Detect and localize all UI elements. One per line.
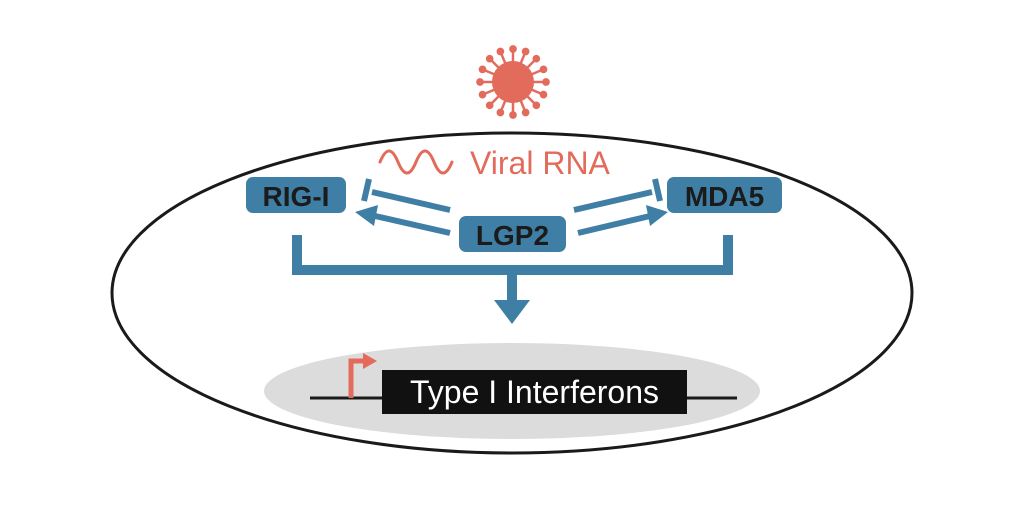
virus-spike-tip (539, 90, 548, 99)
gene-label: Type I Interferons (410, 374, 659, 410)
lgp2-inhibits-mda5 (573, 178, 663, 213)
virus-spike-tip (485, 54, 494, 63)
promoter-arrow-icon (348, 353, 377, 398)
virus-spike-tip (478, 90, 487, 99)
rig-i-label: RIG-I (263, 181, 330, 212)
rig-i-node: RIG-I (246, 177, 346, 213)
virus-spike-tip (496, 108, 505, 117)
virus-spike-tip (521, 108, 530, 117)
virus-icon (476, 45, 550, 119)
cell-membrane (110, 131, 914, 455)
virus-spike-tip (509, 45, 517, 53)
rna-wave-icon (378, 149, 454, 175)
mda5-label: MDA5 (685, 181, 764, 212)
signaling-arrowhead (494, 300, 530, 324)
lgp2-inhibits-rig-i (361, 178, 451, 213)
mda5-node: MDA5 (667, 177, 782, 213)
virus-spike-tip (542, 78, 550, 86)
lgp2-activates-mda5 (577, 205, 668, 236)
virus-spike-tip (521, 47, 530, 56)
virus-spike-tip (496, 47, 505, 56)
lgp2-activates-rig-i (355, 205, 451, 236)
lgp2-label: LGP2 (476, 220, 549, 251)
lgp2-node: LGP2 (459, 216, 566, 252)
virus-spike-tip (532, 54, 541, 63)
virus-spike-tip (478, 65, 487, 74)
gene-box: Type I Interferons (382, 370, 687, 414)
virus-spike-tip (485, 101, 494, 110)
virus-spike-tip (539, 65, 548, 74)
signaling-bracket (292, 235, 733, 302)
virus-spike-tip (476, 78, 484, 86)
viral-rna-label: Viral RNA (470, 145, 611, 181)
virus-spike-tip (532, 101, 541, 110)
virus-spike-tip (509, 111, 517, 119)
